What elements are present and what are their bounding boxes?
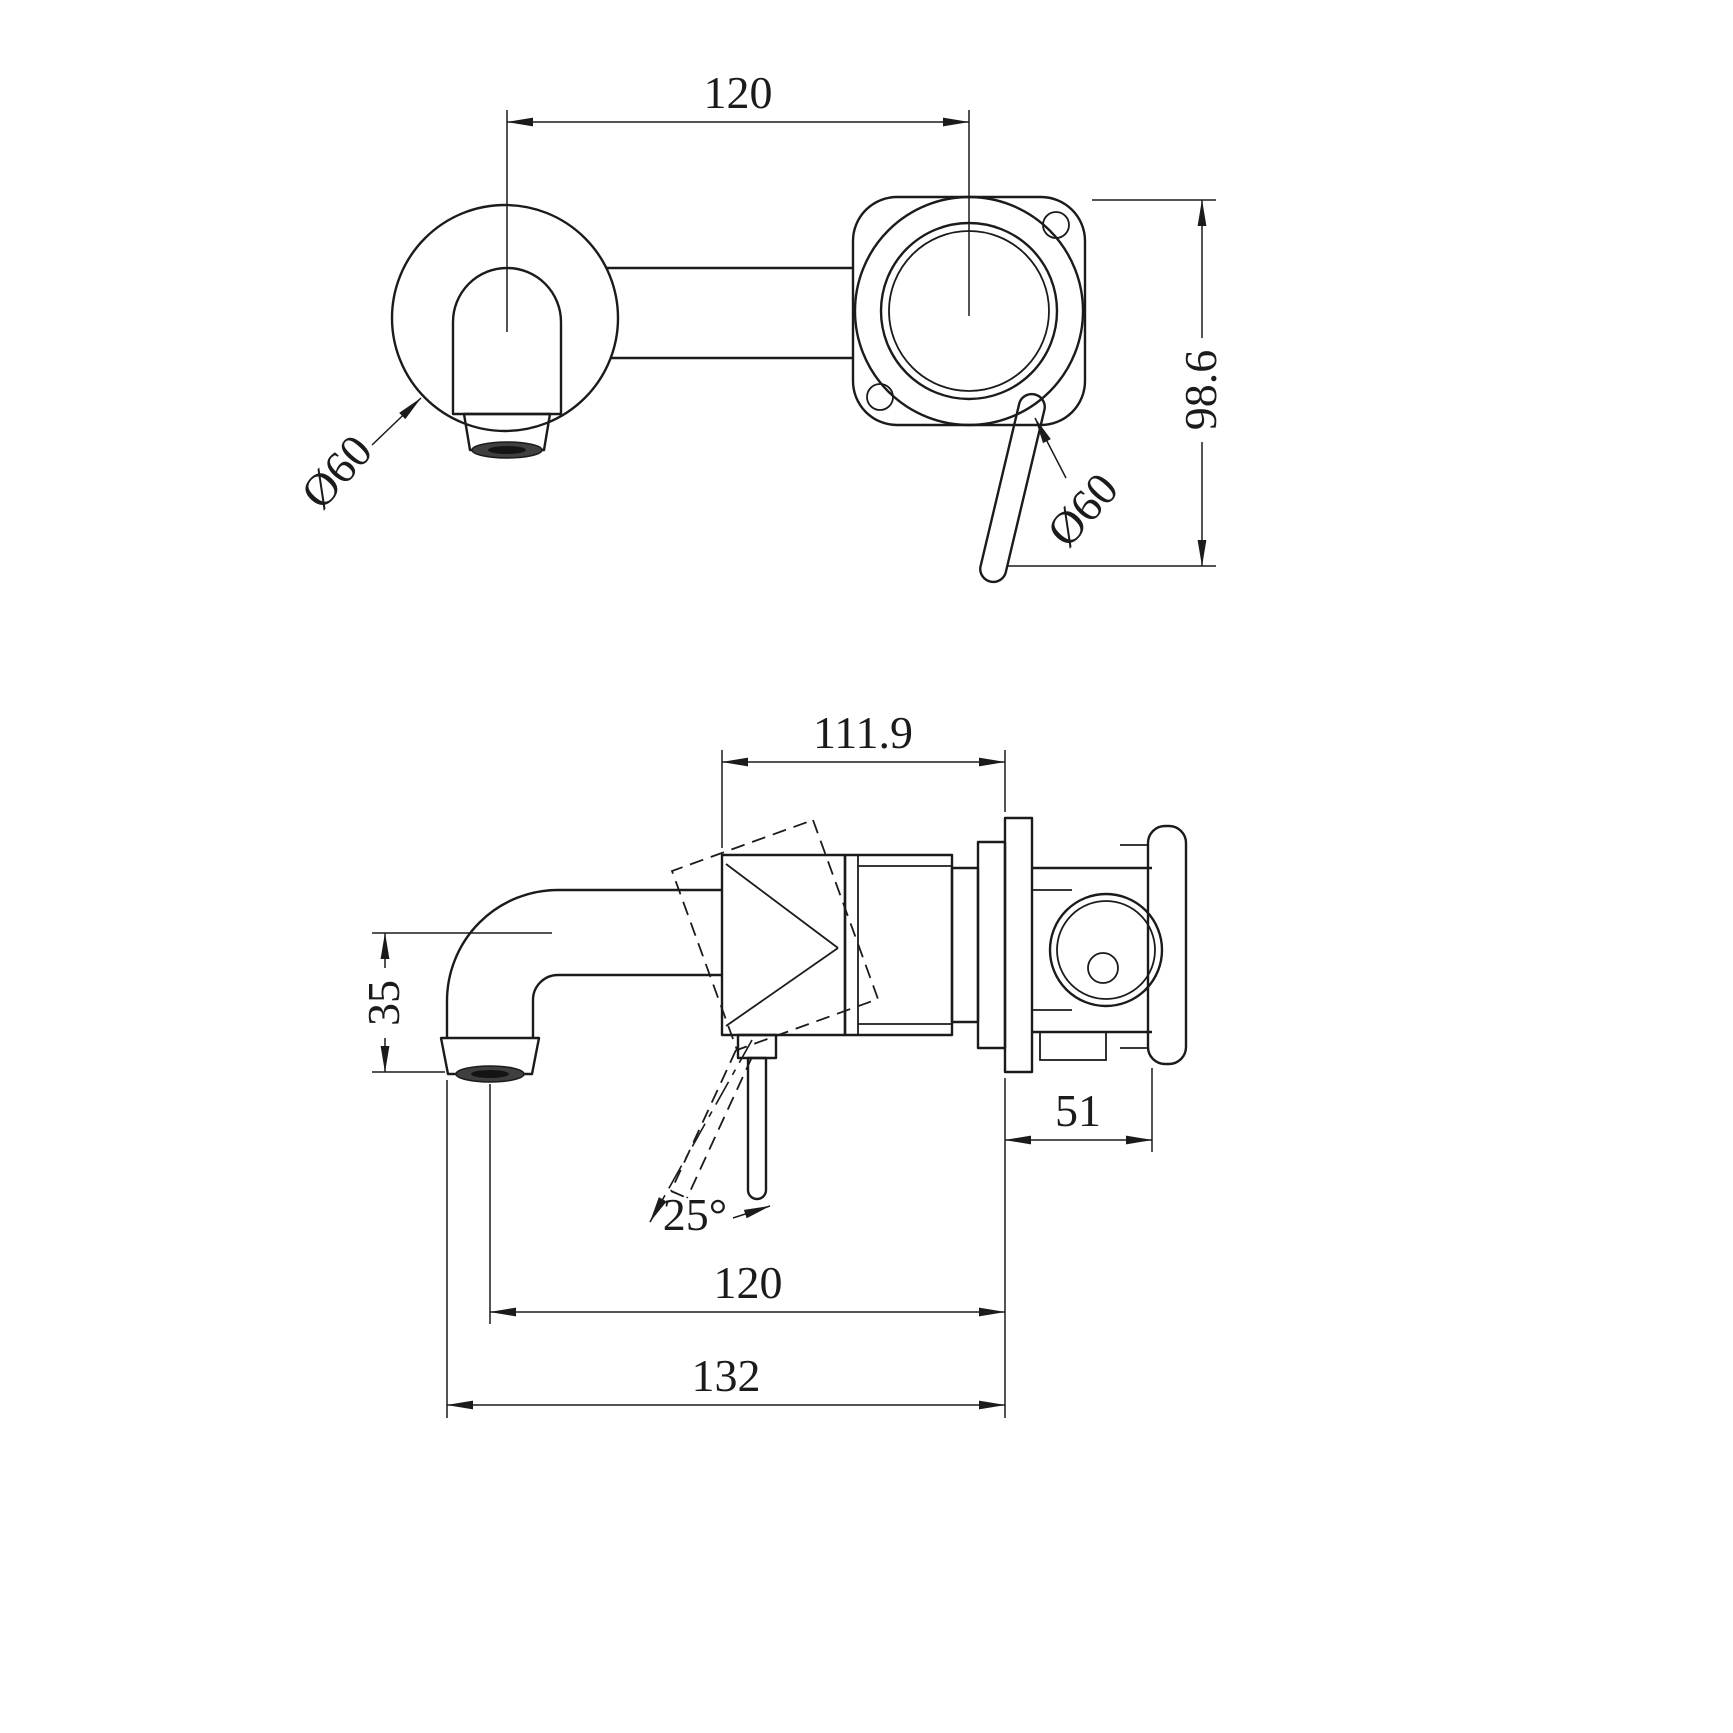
screw-hole-top-right: [1042, 211, 1070, 239]
inlet-port-inner-circle: [1056, 900, 1156, 1000]
diameter-text: Ø60: [291, 425, 382, 518]
handle-rotated-edge-dashed: [686, 1056, 753, 1199]
label-spout-diameter: Ø60: [291, 397, 422, 518]
dimension-width-120: 120: [506, 67, 970, 332]
handle-base-rotated-dashed: [670, 818, 880, 1052]
handle-rotation-centerline: [649, 1039, 753, 1223]
dimension-text: 120: [704, 67, 773, 118]
wall-flange-plate: [1003, 816, 1034, 1074]
dimension-height-98-6: 98.6: [1008, 199, 1226, 567]
inlet-port-outer-circle: [1048, 892, 1164, 1008]
valve-body-hex-edge-lower: [725, 947, 839, 1027]
dimension-reach-center-120: 120: [489, 1084, 1006, 1324]
angle-text: 25°: [663, 1189, 727, 1240]
valve-body-side: [720, 853, 847, 1037]
spout-bend-inner-arc: [531, 973, 559, 1001]
handle-lever-front: [979, 392, 1046, 584]
label-mixer-diameter: Ø60: [1034, 417, 1128, 556]
valve-body-hex-edge-upper: [725, 863, 839, 949]
dimension-behind-wall-51: 51: [1004, 1068, 1153, 1152]
side-view: 25° 111.9 35 51 120: [358, 707, 1188, 1418]
leader-line: [1034, 417, 1067, 479]
spout-aerator-core-front: [488, 446, 526, 454]
dimension-text: 132: [692, 1350, 761, 1401]
inlet-port-hole: [1087, 952, 1119, 984]
retainer-disc: [976, 840, 1007, 1050]
dimension-text: 111.9: [813, 707, 913, 758]
cartridge-housing: [843, 853, 954, 1037]
dimension-text: 98.6: [1175, 350, 1226, 431]
dimension-text: 51: [1055, 1085, 1101, 1136]
dimension-text: 35: [358, 980, 409, 1026]
inwall-body-lug: [1039, 1031, 1107, 1061]
spacer-ring: [950, 866, 980, 1024]
dimension-body-length-111-9: 111.9: [721, 707, 1006, 848]
diameter-text: Ø60: [1037, 463, 1128, 556]
spout-aerator-core-side: [471, 1070, 509, 1078]
spout-tip-front: [462, 412, 552, 452]
handle-rotated-edge-dashed: [670, 1049, 737, 1192]
leader-line: [732, 1205, 771, 1219]
front-view: 120 98.6 Ø60 Ø60: [291, 67, 1226, 584]
leader-line: [371, 397, 422, 446]
spout-body-front: [451, 266, 563, 416]
mounting-bracket: [1146, 824, 1188, 1066]
dimension-handle-angle: 25°: [663, 1189, 771, 1240]
dimension-reach-overall-132: 132: [446, 1080, 1006, 1418]
spout-bend-outer-arc: [445, 888, 559, 1002]
dimension-spout-drop-35: 35: [358, 932, 552, 1073]
handle-lever-side: [746, 1056, 768, 1201]
screw-hole-bottom-left: [866, 383, 894, 411]
spout-flange-circle: [390, 203, 620, 433]
handle-rotated-tip-dashed: [670, 1190, 688, 1199]
dimension-text: 120: [714, 1257, 783, 1308]
spout-outlet-side: [439, 1036, 541, 1076]
